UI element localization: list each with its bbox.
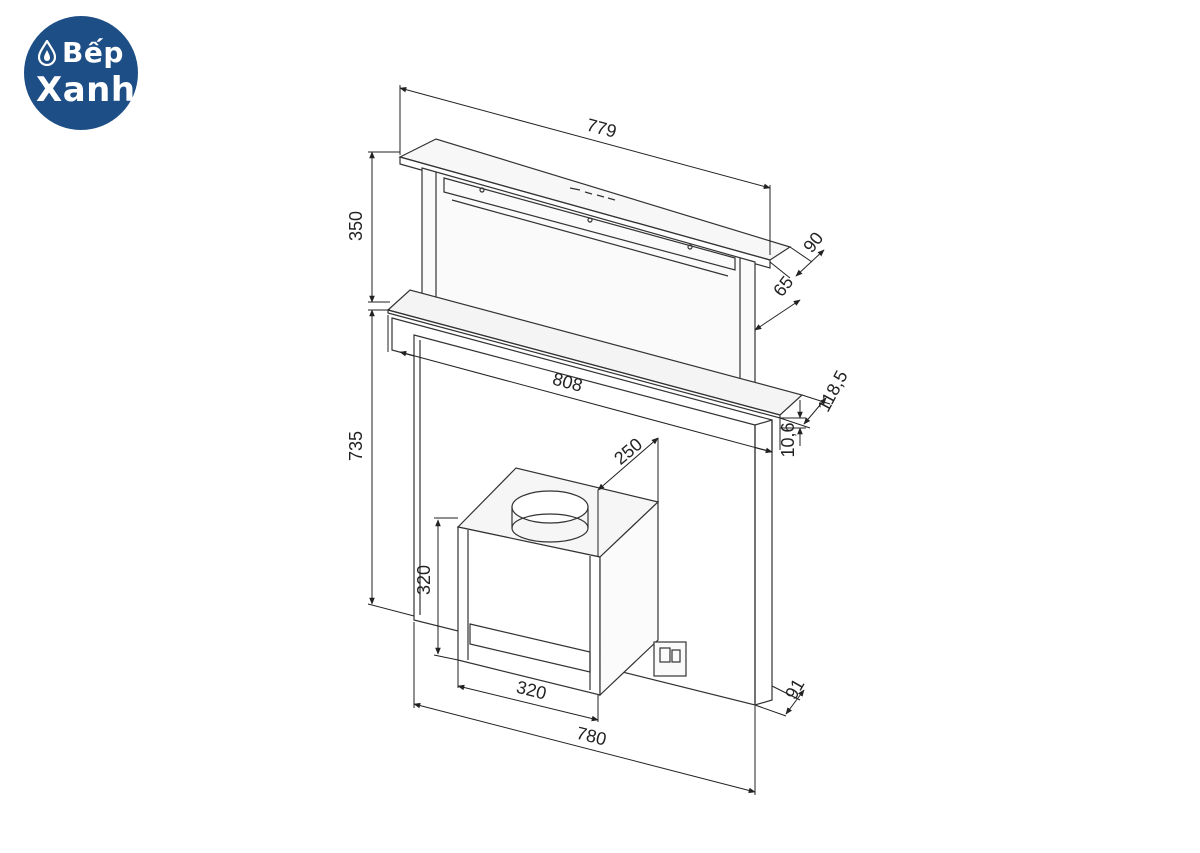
brand-logo: Bếp Xanh xyxy=(24,16,138,130)
dim-top-depth: 90 xyxy=(799,228,827,256)
dim-bottom-depth: 91 xyxy=(781,675,808,702)
dim-top-height: 350 xyxy=(346,211,366,241)
logo-text-bep: Bếp xyxy=(62,36,124,69)
dim-body-height: 735 xyxy=(346,431,366,461)
dim-panel-depth: 65 xyxy=(769,272,797,300)
product-outline xyxy=(386,138,804,706)
dim-top-width: 779 xyxy=(584,115,618,142)
dim-motor-height: 320 xyxy=(414,565,434,595)
flame-icon xyxy=(38,40,56,66)
logo-text-xanh: Xanh xyxy=(36,70,136,110)
dim-frame-thickness: 10,6 xyxy=(778,422,798,457)
dim-body-width: 780 xyxy=(574,723,608,750)
dim-frame-depth: 118,5 xyxy=(814,367,852,415)
dimension-lines xyxy=(367,85,831,795)
